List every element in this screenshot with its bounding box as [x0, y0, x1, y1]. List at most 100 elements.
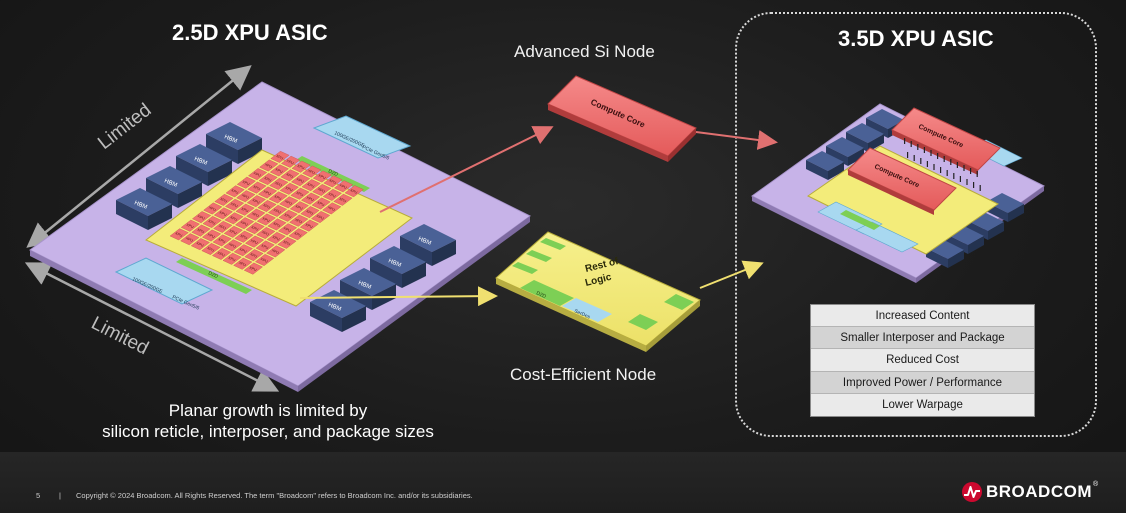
- xpu-tile-label: XPU: [295, 204, 304, 211]
- xpu-tile-label: XPU: [283, 213, 292, 220]
- xpu-tile-label: XPU: [185, 236, 194, 243]
- micro-bump: [959, 176, 961, 182]
- page-number: 5: [36, 491, 41, 500]
- xpu-tile: [291, 160, 311, 173]
- xpu-tile: [256, 227, 276, 239]
- xpu-tile-label: XPU: [261, 230, 270, 237]
- xpu-tile: [224, 212, 244, 225]
- micro-bump: [973, 182, 975, 188]
- xpu-tile: [236, 176, 256, 189]
- xpu-tile: [180, 219, 200, 232]
- xpu-tile-label: XPU: [294, 218, 303, 225]
- xpu-tile: [269, 164, 289, 177]
- arrow-to-rest-of-logic: [299, 286, 498, 307]
- xpu-tile: [234, 230, 254, 243]
- xpu-tile: [279, 196, 299, 209]
- hbm-label: HBM: [327, 302, 342, 313]
- xpu-tile: [280, 169, 300, 182]
- footer-separator: |: [59, 491, 61, 500]
- xpu-tile-label: XPU: [229, 215, 238, 222]
- micro-bump: [917, 144, 919, 150]
- advanced-node-label: Advanced Si Node: [514, 42, 655, 61]
- xpu-tile-label: XPU: [196, 241, 205, 248]
- xpu-tile: [255, 240, 275, 253]
- xpu-tile: [289, 201, 309, 214]
- xpu-tile-label: XPU: [295, 191, 304, 198]
- xpu-tile: [311, 211, 331, 223]
- xpu-tile-label: XPU: [274, 181, 283, 188]
- xpu-tile: [191, 224, 211, 237]
- xpu-tile: [333, 193, 353, 206]
- caption: Planar growth is limited by silicon reti…: [60, 400, 476, 442]
- micro-bump: [933, 164, 935, 170]
- xpu-grid: XPUXPUXPUXPUXPUXPUXPUXPUXPUXPUXPUXPUXPUX…: [169, 150, 364, 275]
- limited-bottom-label: Limited: [88, 313, 152, 360]
- xpu-tile-label: XPU: [228, 242, 237, 249]
- xpu-tile-label: XPU: [208, 206, 217, 213]
- xpu-tile-label: XPU: [338, 197, 347, 204]
- xpu-tile: [312, 170, 332, 183]
- micro-bump: [943, 156, 945, 162]
- xpu-tile: [322, 188, 342, 201]
- d2d-label-bottom: D2D: [207, 270, 219, 280]
- micro-bump: [926, 161, 928, 167]
- xpu-tile: [233, 257, 253, 270]
- xpu-tile-label: XPU: [230, 202, 239, 209]
- xpu-tile: [244, 249, 264, 262]
- xpu-tile-label: XPU: [219, 210, 228, 217]
- arrow-core-to-3-5d: [695, 130, 778, 150]
- micro-bump: [923, 147, 925, 153]
- xpu-tile: [312, 184, 332, 196]
- xpu-tile: [311, 197, 331, 210]
- hbm-label: HBM: [387, 258, 402, 269]
- hbm-label: HBM: [357, 280, 372, 291]
- hbm-stack-3-5d: [826, 137, 864, 166]
- micro-bump: [920, 158, 922, 164]
- xpu-tile: [266, 245, 286, 258]
- xpu-tile-label: XPU: [186, 223, 195, 230]
- benefit-row: Smaller Interposer and Package: [811, 327, 1034, 350]
- xpu-tile-label: XPU: [227, 256, 236, 263]
- xpu-tile-label: XPU: [174, 231, 183, 238]
- micro-bump: [913, 155, 915, 161]
- xpu-tile-label: XPU: [250, 225, 259, 232]
- xpu-tile: [334, 180, 354, 193]
- xpu-3-5d-stack: Compute Core Compute Core: [751, 103, 1045, 283]
- xpu-tile-label: XPU: [286, 159, 295, 166]
- xpu-tile-label: XPU: [262, 203, 271, 210]
- broadcom-logo: BROADCOM ®: [962, 481, 1098, 503]
- xpu-tile: [213, 207, 233, 220]
- xpu-tile-label: XPU: [318, 174, 327, 181]
- xpu-tile-label: XPU: [263, 176, 272, 183]
- xpu-tile-label: XPU: [217, 237, 226, 244]
- xpu-tile-label: XPU: [306, 182, 315, 189]
- xpu-tile: [243, 262, 263, 275]
- xpu-tile: [291, 174, 311, 187]
- micro-bump: [937, 153, 939, 159]
- xpu-tile: [266, 231, 286, 244]
- benefit-row: Reduced Cost: [811, 349, 1034, 372]
- xpu-tile-label: XPU: [327, 205, 336, 212]
- xpu-tile: [269, 177, 289, 190]
- xpu-tile: [246, 195, 266, 208]
- xpu-tile-label: XPU: [316, 214, 325, 221]
- xpu-tile: [223, 225, 243, 238]
- xpu-tile-label: XPU: [252, 198, 261, 205]
- xpu-tile: [301, 192, 321, 205]
- xpu-tile-label: XPU: [217, 251, 226, 258]
- broadcom-pulse-icon: [962, 482, 982, 502]
- xpu-tile: [201, 243, 221, 255]
- hbm-label: HBM: [223, 134, 238, 145]
- xpu-tile: [278, 209, 298, 222]
- xpu-tile-label: XPU: [284, 199, 293, 206]
- compute-core-chiplet: Compute Core: [547, 75, 697, 162]
- xpu-tile-label: XPU: [296, 164, 305, 171]
- hbm-label: HBM: [163, 178, 178, 189]
- rol-d2d-label: D2D: [535, 290, 547, 300]
- xpu-tile: [190, 238, 210, 251]
- xpu-tile: [248, 168, 268, 181]
- xpu-tile-label: XPU: [296, 177, 305, 184]
- xpu-tile-label: XPU: [249, 266, 258, 273]
- rest-of-logic-chiplet: D2D SerDes Rest of Logic: [495, 231, 701, 352]
- xpu-tile-label: XPU: [219, 197, 228, 204]
